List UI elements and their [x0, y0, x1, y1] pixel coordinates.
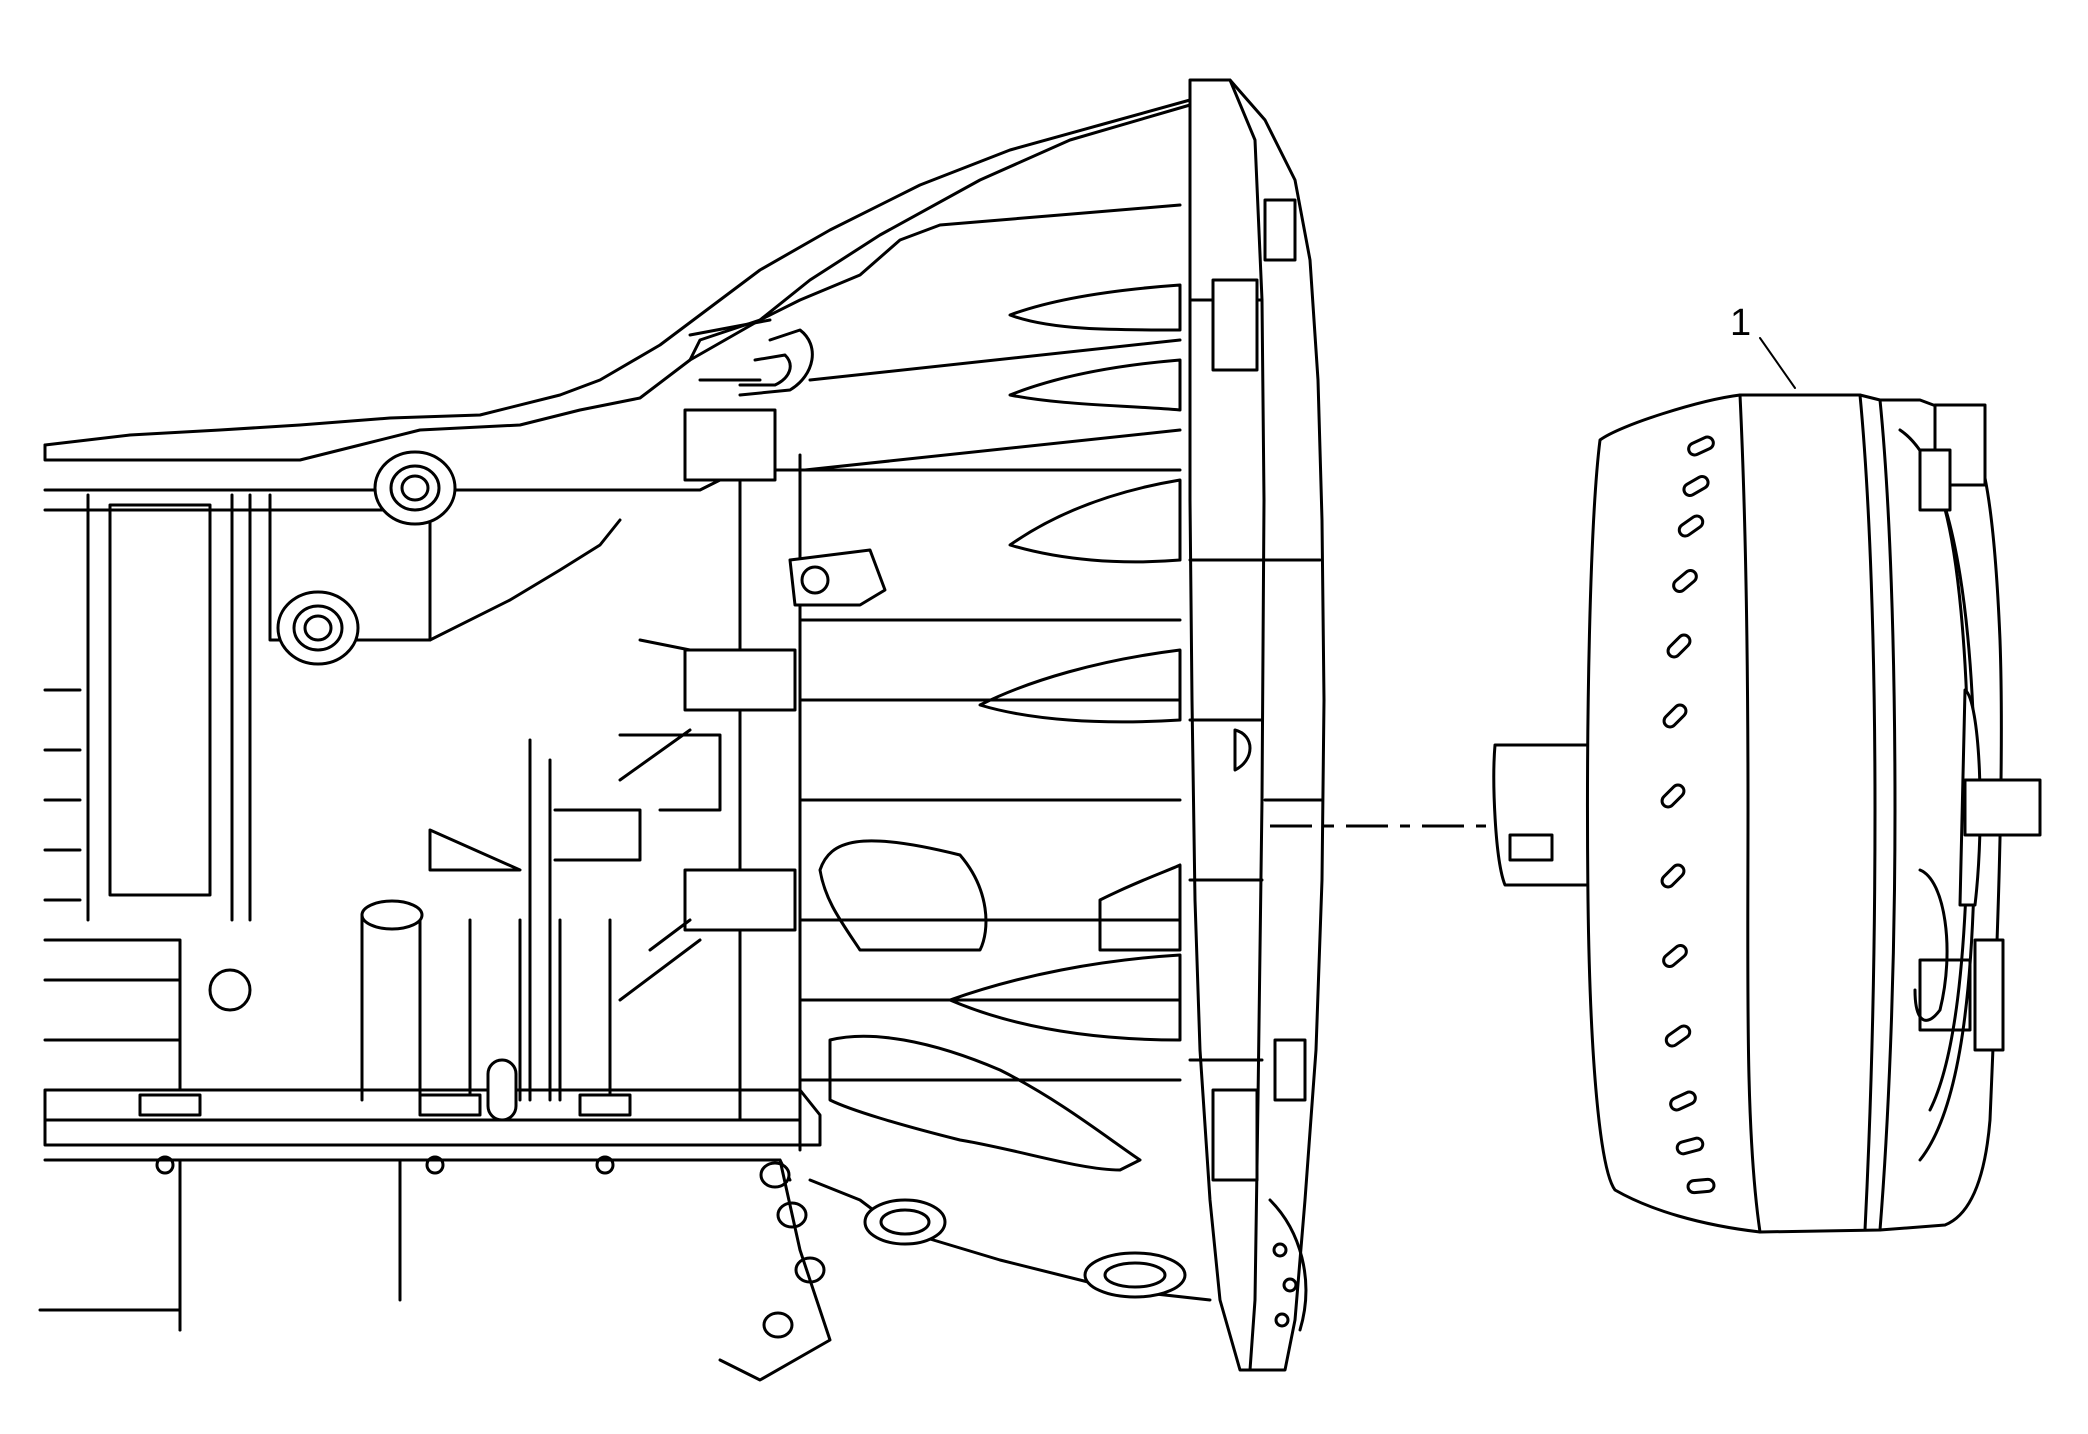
bell-housing-flange	[1188, 78, 1326, 1372]
bell-housing	[618, 203, 1212, 1382]
housing-bolts	[759, 1161, 826, 1339]
mounting-lug	[788, 548, 887, 607]
torque-converter-slots	[1660, 435, 1716, 1195]
case-boss-lower	[276, 590, 360, 666]
callout-1: 1	[1730, 302, 1796, 389]
case-boss-upper	[373, 450, 457, 526]
oil-pan	[38, 1088, 822, 1332]
torque-converter	[1492, 393, 2042, 1234]
callout-1-label: 1	[1730, 302, 1751, 344]
